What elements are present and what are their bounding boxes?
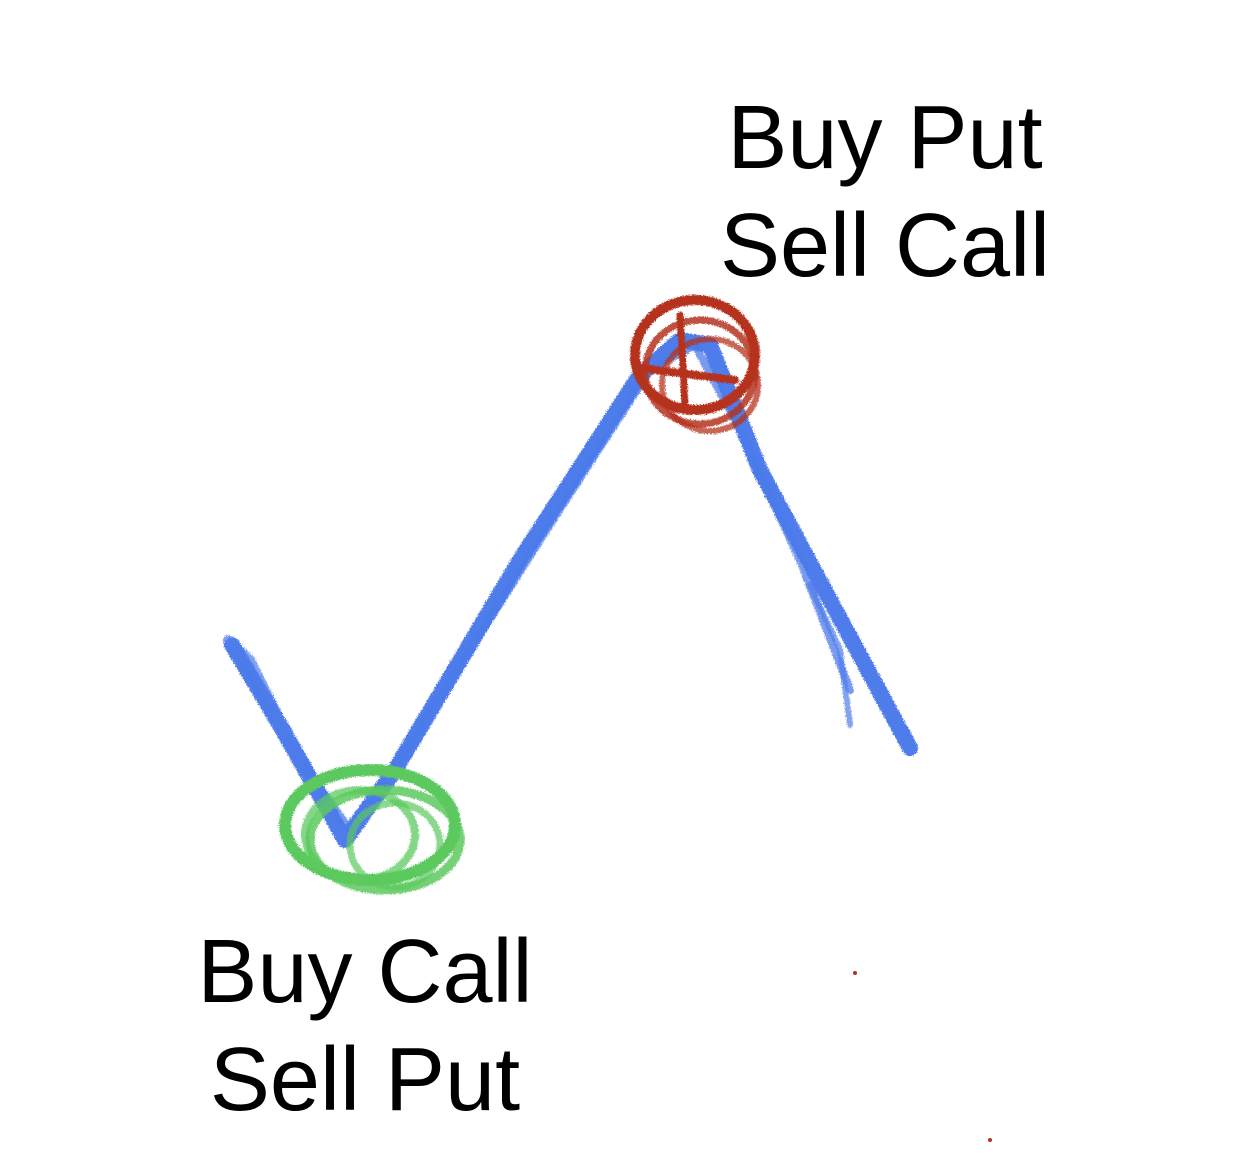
stray-speck [988,1138,992,1142]
peak-annotation-line2: Sell Call [690,192,1080,300]
trough-annotation-line2: Sell Put [170,1026,560,1134]
stray-speck [853,971,857,975]
peak-annotation: Buy Put Sell Call [690,84,1080,300]
peak-annotation-line1: Buy Put [690,84,1080,192]
trough-annotation: Buy Call Sell Put [170,918,560,1134]
trough-circle-marker [285,770,460,890]
price-line-stroke-inner [236,345,850,830]
trough-annotation-line1: Buy Call [170,918,560,1026]
price-line [228,340,910,840]
